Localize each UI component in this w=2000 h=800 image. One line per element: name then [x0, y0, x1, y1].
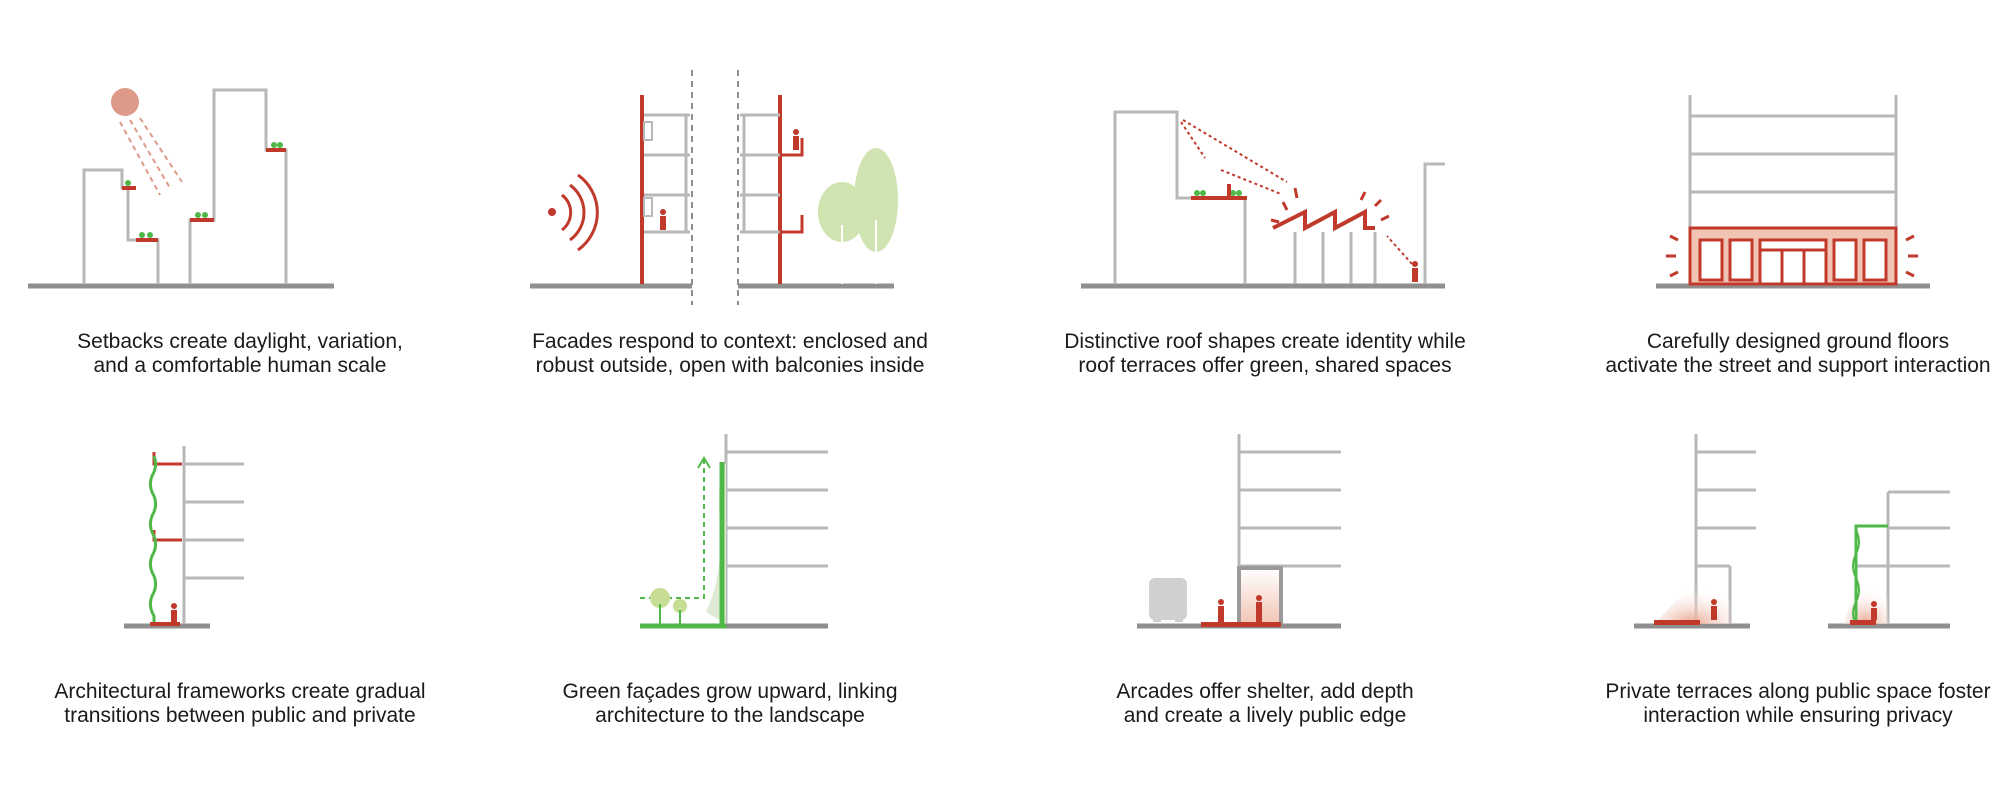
private-terrace	[1654, 620, 1700, 625]
sawtooth-columns	[1293, 232, 1377, 284]
highlight-rays	[1270, 187, 1390, 224]
caption-line-1: Arcades offer shelter, add depth	[1116, 680, 1414, 703]
person-icon	[1256, 595, 1262, 622]
person-icon	[1218, 599, 1224, 622]
balconies	[780, 138, 804, 234]
building-floors-right	[1856, 490, 1950, 624]
building-floors	[1237, 434, 1341, 570]
panel-private-terraces: Private terraces along public space fost…	[1558, 410, 2000, 790]
person-icon	[793, 129, 799, 150]
arcade-frame	[1237, 566, 1283, 624]
building-floors-left	[1694, 434, 1756, 624]
upper-floors	[1688, 95, 1898, 228]
building-floors	[724, 434, 828, 624]
caption-ground-floors: Carefully designed ground floors activat…	[1558, 330, 2000, 378]
caption-facades: Facades respond to context: enclosed and…	[490, 330, 970, 378]
panel-setbacks: Setbacks create daylight, variation, and…	[0, 60, 480, 440]
tree-icon	[650, 588, 687, 624]
caption-arcades: Arcades offer shelter, add depth and cre…	[1025, 680, 1505, 728]
privacy-glow	[1654, 578, 1730, 624]
caption-line-1: Setbacks create daylight, variation,	[77, 330, 403, 353]
building-outline-right	[1423, 162, 1445, 284]
panel-facades: Facades respond to context: enclosed and…	[490, 60, 970, 440]
setbacks-illustration	[28, 88, 334, 289]
bus-icon	[1149, 578, 1187, 622]
terrace-plants	[125, 142, 283, 238]
caption-line-2: transitions between public and private	[64, 704, 416, 727]
caption-line-1: Facades respond to context: enclosed and	[532, 330, 928, 353]
climbing-plant	[148, 455, 158, 622]
panel-ground-floors: Carefully designed ground floors activat…	[1558, 60, 2000, 440]
sun-icon	[111, 88, 139, 116]
arrowhead-icon	[697, 456, 711, 469]
caption-private-terraces: Private terraces along public space fost…	[1558, 680, 2000, 728]
panel-arcades: Arcades offer shelter, add depth and cre…	[1025, 410, 1505, 790]
frameworks-illustration	[124, 446, 244, 629]
framework-balconies	[152, 452, 182, 542]
private-terraces-illustration	[1634, 434, 1950, 629]
panel-roof-shapes: Distinctive roof shapes create identity …	[1025, 60, 1505, 440]
activity-rays	[1666, 234, 1918, 278]
caption-line-2: interaction while ensuring privacy	[1643, 704, 1953, 727]
person-icon	[660, 209, 666, 230]
caption-line-1: Distinctive roof shapes create identity …	[1064, 330, 1466, 353]
caption-line-1: Architectural frameworks create gradual	[54, 680, 426, 703]
entrance-door	[1758, 238, 1828, 286]
building-floors	[182, 446, 244, 624]
person-icon	[1711, 599, 1717, 620]
ground-floors-illustration	[1656, 95, 1930, 289]
roof-terrace	[1191, 196, 1247, 200]
caption-line-2: robust outside, open with balconies insi…	[535, 354, 925, 377]
green-facades-illustration	[640, 434, 828, 629]
panel-green-facades: Green façades grow upward, linking archi…	[490, 410, 970, 790]
caption-line-1: Green façades grow upward, linking	[562, 680, 898, 703]
growth-arrow	[640, 458, 705, 599]
person-icon	[1871, 601, 1877, 620]
sawtooth-roof	[1272, 208, 1375, 232]
caption-line-2: and a comfortable human scale	[93, 354, 387, 377]
setback-terraces	[122, 148, 286, 242]
sightline-arrows	[1180, 119, 1413, 265]
caption-line-2: and create a lively public edge	[1123, 704, 1407, 727]
building-outline-right	[188, 88, 288, 284]
arcades-illustration	[1137, 434, 1341, 629]
ground-terrace	[150, 622, 180, 626]
tree-icon	[818, 148, 898, 284]
caption-setbacks: Setbacks create daylight, variation, and…	[0, 330, 480, 378]
caption-line-2: architecture to the landscape	[595, 704, 865, 727]
noise-waves-icon	[548, 173, 599, 252]
caption-line-1: Private terraces along public space fost…	[1605, 680, 1991, 703]
building-outline-left	[82, 168, 160, 284]
building-outline-left	[1113, 110, 1247, 284]
caption-green-facades: Green façades grow upward, linking archi…	[490, 680, 970, 728]
caption-line-2: activate the street and support interact…	[1605, 354, 1991, 377]
arcade-floor	[1201, 622, 1281, 627]
sunray-lines	[119, 117, 183, 196]
privacy-glow	[1844, 578, 1888, 624]
panel-frameworks: Architectural frameworks create gradual …	[0, 410, 480, 790]
person-icon	[1412, 261, 1418, 282]
green-screen	[1854, 524, 1888, 624]
caption-line-1: Carefully designed ground floors	[1646, 330, 1950, 353]
roof-shapes-illustration	[1081, 110, 1445, 289]
person-icon	[1227, 184, 1231, 196]
caption-roof-shapes: Distinctive roof shapes create identity …	[1025, 330, 1505, 378]
facades-illustration	[530, 70, 898, 305]
caption-frameworks: Architectural frameworks create gradual …	[0, 680, 480, 728]
floor-slabs-left	[644, 113, 690, 234]
floor-slabs-right	[740, 113, 780, 234]
person-icon	[171, 603, 177, 622]
private-terrace	[1850, 620, 1876, 625]
caption-line-2: roof terraces offer green, shared spaces	[1078, 354, 1452, 377]
shopfront-windows	[1698, 238, 1888, 282]
terrace-plants	[1194, 190, 1242, 196]
climbing-plant	[1852, 529, 1860, 625]
